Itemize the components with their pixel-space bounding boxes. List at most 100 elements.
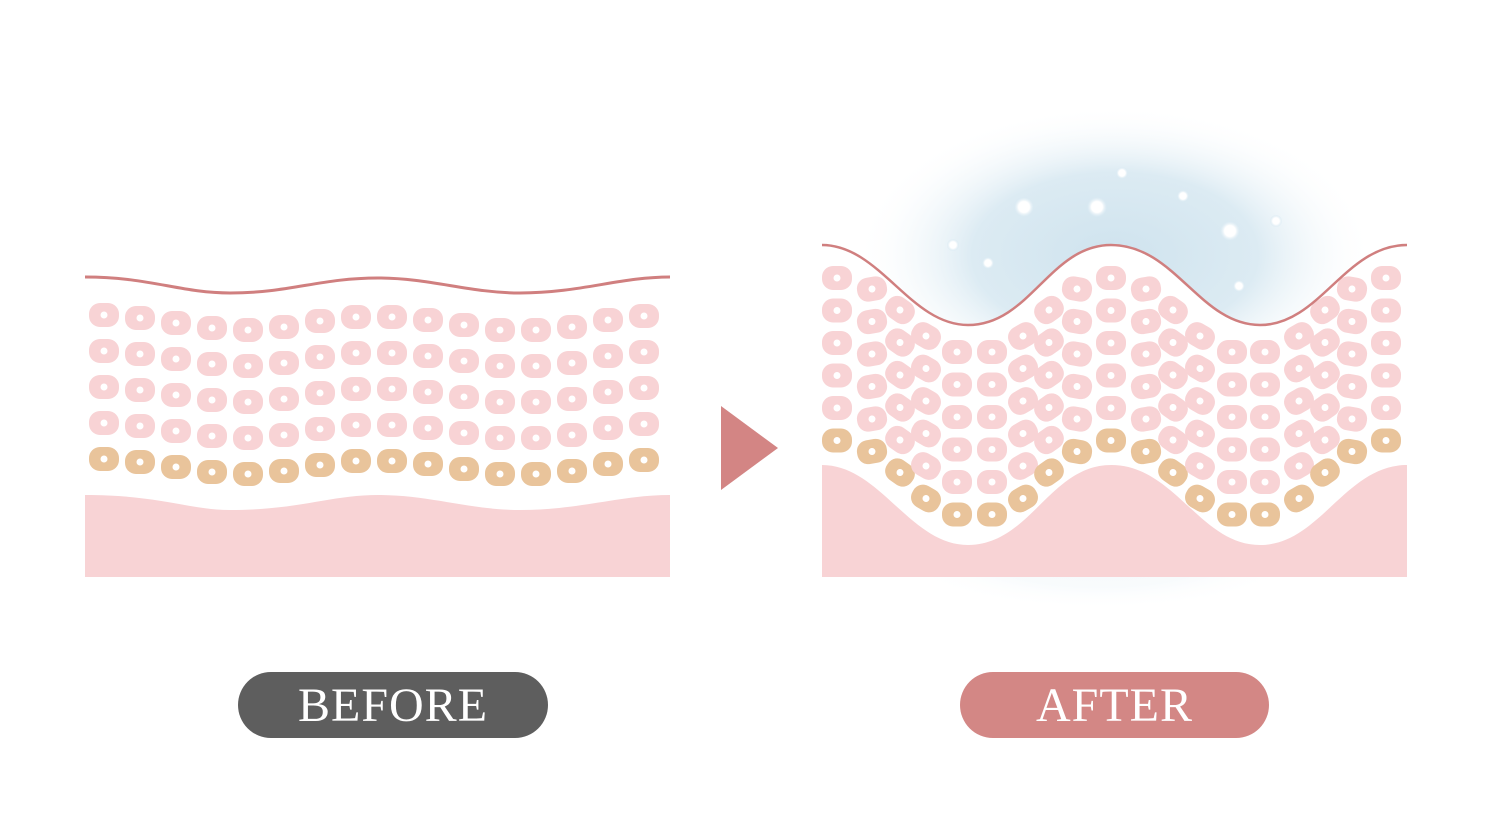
basal-cell [449, 457, 479, 481]
bubble [1270, 215, 1282, 227]
bubble [947, 239, 959, 251]
basal-cell [557, 459, 587, 483]
skin-cell [1217, 372, 1247, 397]
skin-cell [1185, 452, 1215, 480]
skin-cell [521, 318, 551, 342]
basal-cell [1034, 458, 1064, 487]
basal-cell [1371, 428, 1401, 453]
skin-cell [305, 345, 335, 369]
skin-cell [449, 349, 479, 373]
skin-cell [629, 340, 659, 364]
skin-cell [593, 344, 623, 368]
skin-cell [1284, 354, 1314, 383]
skin-cell [89, 375, 119, 399]
basal-cell [942, 502, 972, 527]
skin-cell [1096, 298, 1126, 323]
skin-cell [1250, 340, 1280, 364]
basal-cell [856, 438, 888, 465]
basal-cell [629, 448, 659, 472]
skin-cell [557, 387, 587, 411]
arrow-right-icon [721, 406, 778, 490]
skin-cell [822, 331, 852, 355]
skin-cell [1371, 266, 1401, 290]
skin-cell [977, 372, 1007, 397]
skin-cell [233, 318, 263, 342]
skin-cell [89, 339, 119, 363]
skin-cell [856, 308, 888, 335]
skin-cell [125, 342, 155, 366]
skin-cell [1250, 372, 1280, 397]
skin-cell [161, 347, 191, 371]
skin-cell [911, 354, 941, 383]
skin-cell [885, 393, 915, 422]
skin-cell [197, 424, 227, 448]
skin-cell [1284, 452, 1314, 480]
basal-cell [1310, 458, 1340, 487]
basal-cell [341, 449, 371, 473]
skin-cell [629, 376, 659, 400]
basal-cell [125, 450, 155, 474]
skin-cell [1008, 387, 1038, 415]
skin-cell [341, 413, 371, 437]
basal-cell [269, 459, 299, 483]
skin-cell [89, 303, 119, 327]
before-skin-surface-line [84, 275, 671, 295]
skin-cell [1217, 340, 1247, 364]
skin-cell [197, 352, 227, 376]
skin-cell [233, 354, 263, 378]
basal-cell [1185, 484, 1215, 513]
skin-cell [125, 306, 155, 330]
skin-cell [1034, 425, 1064, 455]
basal-cell [593, 452, 623, 476]
bubble [1177, 190, 1189, 202]
skin-cell [1130, 373, 1162, 400]
skin-cell [1371, 396, 1401, 420]
skin-cell [485, 354, 515, 378]
skin-cell [1096, 363, 1126, 388]
skin-cell [911, 419, 941, 448]
skin-cell [161, 383, 191, 407]
skin-cell [1336, 308, 1368, 335]
basal-cell [233, 462, 263, 486]
skin-cell [1061, 341, 1093, 367]
bubble [1087, 197, 1107, 217]
bubble [1116, 167, 1128, 179]
skin-cell [977, 340, 1007, 364]
skin-cell [269, 387, 299, 411]
skin-cell [1371, 298, 1401, 323]
skin-cell [1310, 328, 1340, 357]
skin-cell [1130, 341, 1162, 367]
skin-cell [593, 416, 623, 440]
after-dermis [822, 465, 1407, 577]
skin-cell [1310, 393, 1340, 422]
skin-cell [942, 340, 972, 364]
skin-cell [1217, 405, 1247, 429]
skin-cell [1185, 322, 1215, 350]
skin-cell [1130, 276, 1162, 302]
skin-cell [1336, 341, 1368, 367]
skin-cell [197, 388, 227, 412]
skin-cell [1008, 322, 1038, 350]
before-skin-panel [84, 275, 671, 577]
basal-cell [1008, 484, 1038, 513]
skin-cell [1158, 295, 1188, 325]
skin-cell [1217, 470, 1247, 494]
skin-cell [1096, 331, 1126, 355]
basal-cell [89, 447, 119, 471]
skin-cell [856, 276, 888, 302]
skin-cell [449, 385, 479, 409]
basal-cell [161, 455, 191, 479]
basal-cell [1096, 428, 1126, 453]
skin-cell [1096, 266, 1126, 290]
basal-cell [1130, 438, 1162, 465]
skin-cell [885, 360, 915, 390]
basal-cell [1061, 438, 1093, 465]
skin-cell [269, 423, 299, 447]
skin-cell [1310, 360, 1340, 390]
skin-cell [822, 396, 852, 420]
skin-cell [557, 351, 587, 375]
skin-cell [1336, 406, 1368, 432]
after-label-text: AFTER [1035, 678, 1193, 732]
skin-cell [413, 380, 443, 404]
basal-cell [1217, 502, 1247, 527]
